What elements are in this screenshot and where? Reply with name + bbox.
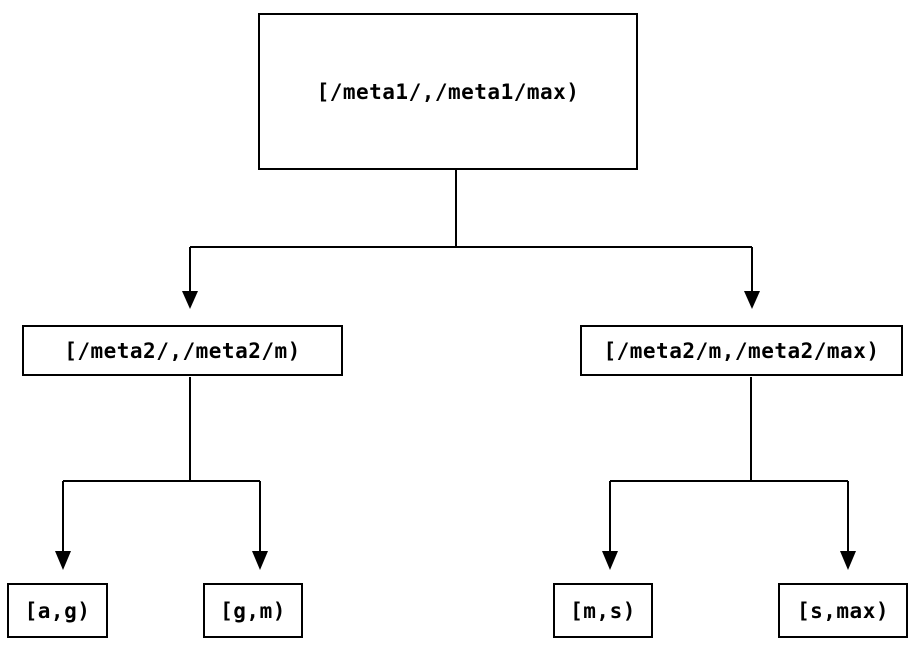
right-subtree-connector [602,377,856,570]
node-leaf-gm: [g,m) [203,583,303,638]
connector-line [189,170,753,293]
node-root-range: [/meta1/,/meta1/max) [258,13,638,170]
node-leaf-ag: [a,g) [7,583,108,638]
arrow-down-icon [182,291,198,309]
node-leaf-ms: [m,s) [553,583,653,638]
node-leaf-smax: [s,max) [778,583,908,638]
arrow-down-icon [55,551,71,570]
root-connector [182,170,760,309]
node-right-range: [/meta2/m,/meta2/max) [580,325,903,376]
arrow-down-icon [602,551,618,570]
connector-line [609,377,849,553]
left-subtree-connector [55,377,268,570]
arrow-down-icon [252,551,268,570]
connector-line [62,377,261,553]
arrow-down-icon [840,551,856,570]
arrow-down-icon [744,291,760,309]
node-left-range: [/meta2/,/meta2/m) [22,325,343,376]
